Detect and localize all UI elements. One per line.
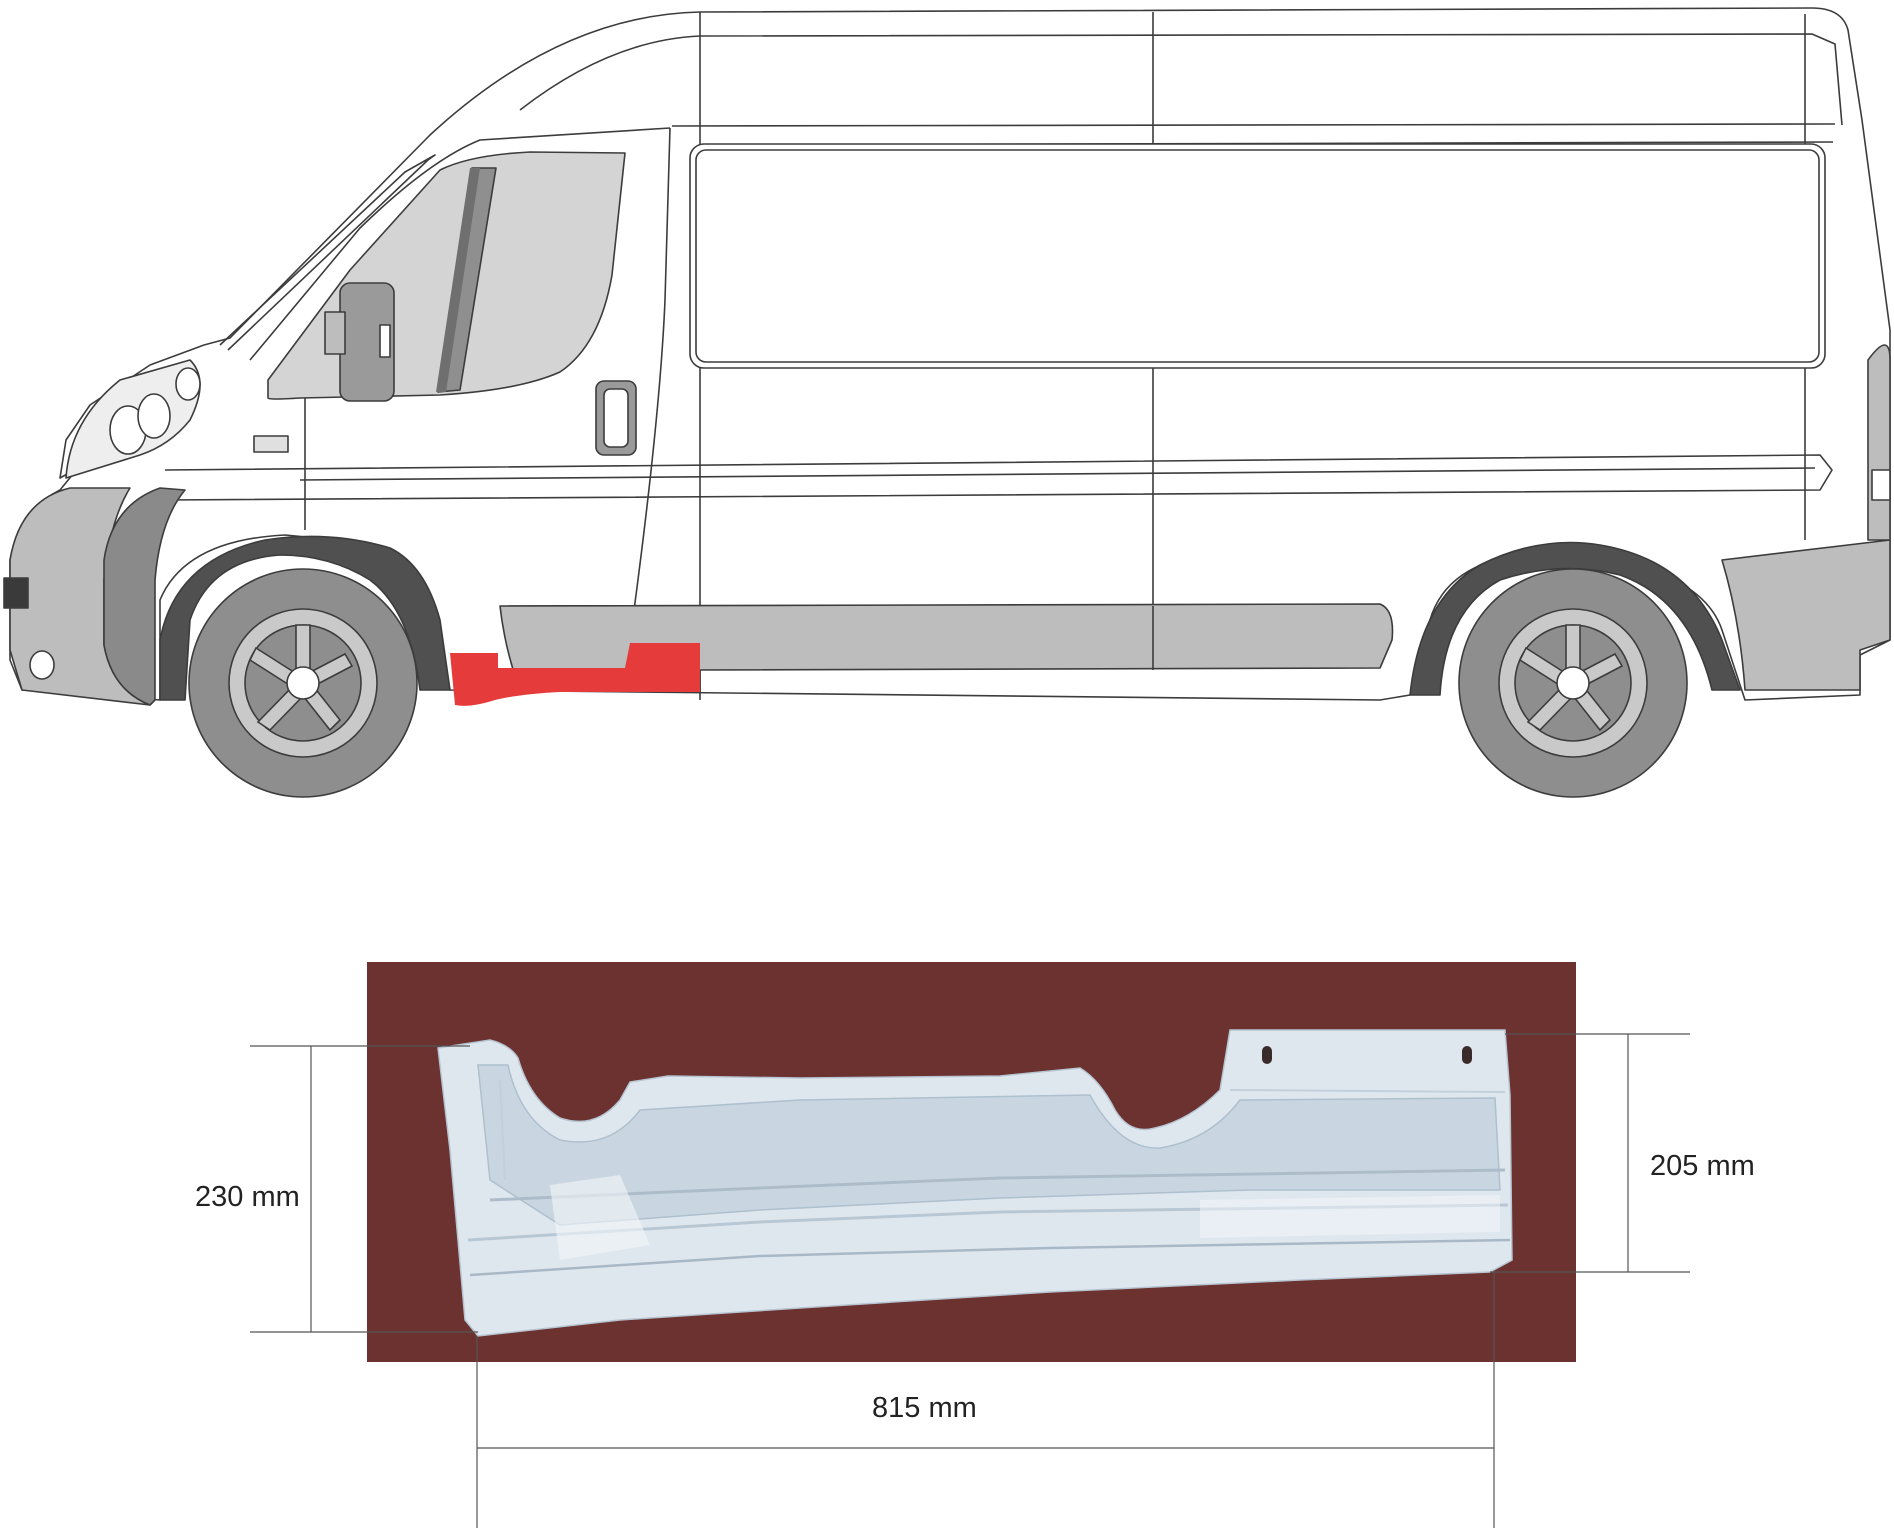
side-marker xyxy=(253,435,289,453)
front-wheel-icon xyxy=(188,568,418,798)
van-side-view-icon xyxy=(3,7,1891,706)
front-wheel-arch xyxy=(159,535,451,701)
dimension-right-height: 205 mm xyxy=(1650,1150,1755,1182)
dimension-left-height: 230 mm xyxy=(195,1181,300,1213)
fog-light xyxy=(29,650,55,680)
rear-bumper xyxy=(1721,539,1891,691)
rear-wheel-arch xyxy=(1409,541,1741,696)
a-pillar xyxy=(219,154,436,351)
cab-door-top xyxy=(249,127,671,361)
belt-line-upper xyxy=(671,123,1836,127)
dimension-length: 815 mm xyxy=(872,1392,977,1424)
sill-panel-highlight-icon xyxy=(450,643,700,706)
dimension-lines xyxy=(250,1033,1690,1528)
rear-wheel-icon xyxy=(1458,568,1688,798)
fog-light-slot xyxy=(3,577,29,609)
cab-door-line xyxy=(304,127,671,641)
side-window xyxy=(689,143,1826,369)
sill-repair-panel-photo-icon xyxy=(437,1029,1513,1337)
rub-strip xyxy=(164,454,1833,501)
rear-light xyxy=(1867,344,1891,541)
